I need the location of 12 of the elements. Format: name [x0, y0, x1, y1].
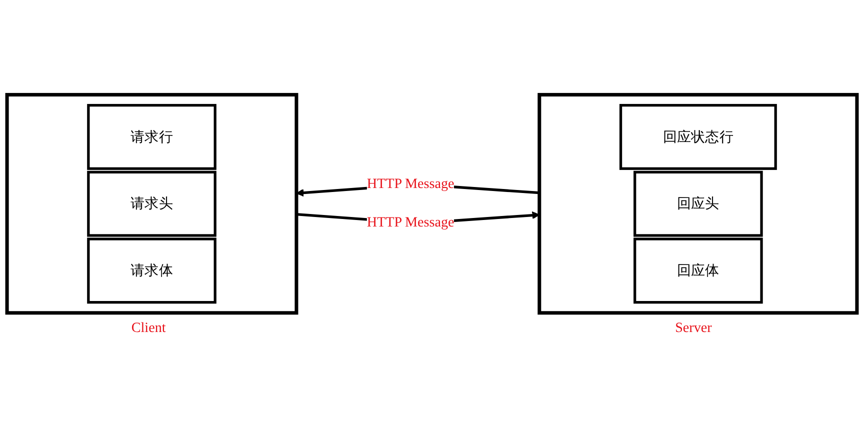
node-box: 请求头 — [87, 170, 216, 237]
node-box: 回应体 — [634, 238, 763, 304]
edge-label: HTTP Message — [366, 215, 454, 230]
node-label: Server — [675, 320, 712, 336]
node-box: 请求行 — [87, 104, 216, 170]
node-box: 回应状态行 — [619, 104, 777, 170]
cluster — [538, 92, 859, 315]
node-box: 回应头 — [634, 170, 763, 237]
edge-label: HTTP Message — [366, 176, 454, 192]
cluster — [5, 92, 298, 315]
node-box: 请求体 — [87, 238, 216, 304]
node-label: Client — [131, 320, 166, 336]
